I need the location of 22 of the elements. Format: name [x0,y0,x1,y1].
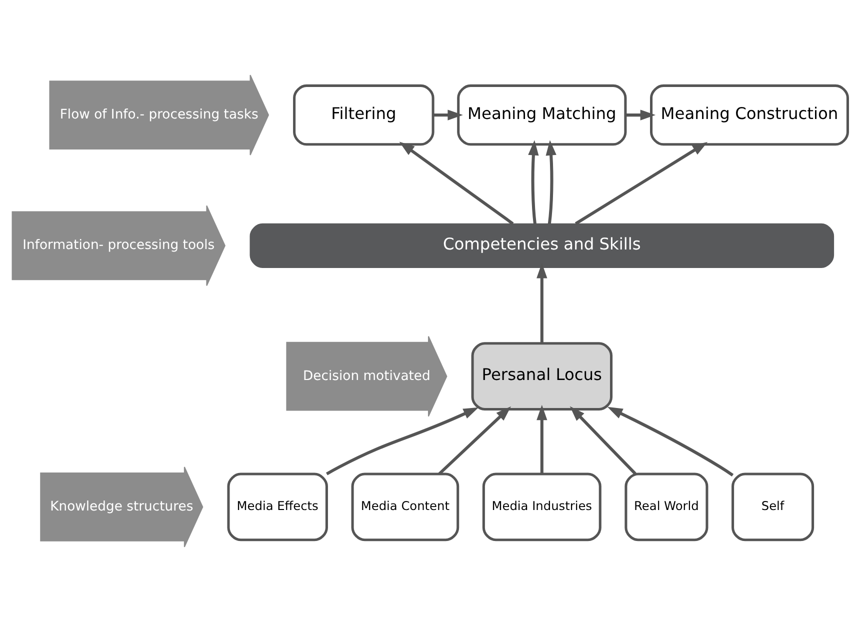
arrow [574,142,708,225]
node-box: Competencies and Skills [250,222,834,268]
node-box: Media Industries [482,472,602,541]
arrow [607,406,734,476]
node-box: Real World [624,472,708,541]
arrow [326,406,479,475]
arrow [528,140,539,224]
node-box: Media Content [351,472,460,541]
node-box: Filtering [293,84,434,146]
arrow [536,262,548,343]
arrow [536,404,548,474]
arrow [433,109,463,120]
arrow [399,141,514,224]
arrow [570,406,636,474]
arrow [546,140,556,224]
node-box: Media Effects [227,472,328,541]
arrow [626,109,656,120]
node-box: Meaning Construction [650,84,849,146]
node-box: Self [732,472,814,541]
node-box: Persanal Locus [471,342,613,410]
arrow [438,406,512,474]
node-box: Meaning Matching [457,84,627,146]
